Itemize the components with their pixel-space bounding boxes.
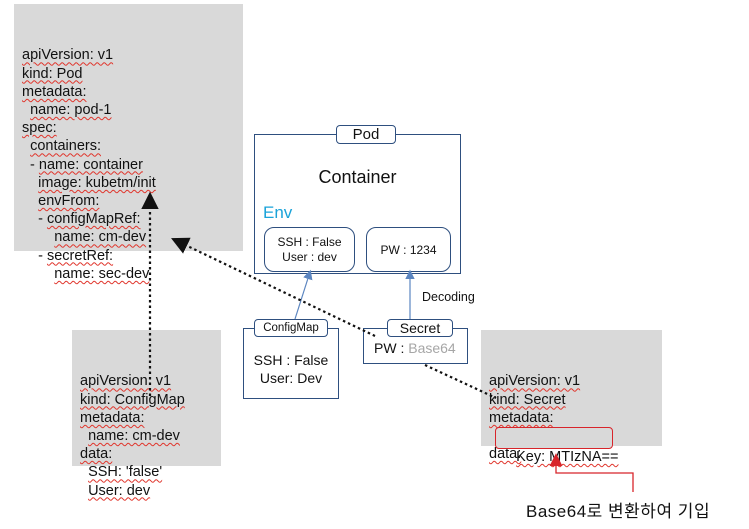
configmap-yaml-line: data: (80, 446, 113, 463)
env-label: Env (263, 203, 293, 222)
pod-yaml-line: - name: container (22, 156, 143, 173)
configmap-box: SSH : False User: Dev (243, 328, 339, 399)
pod-yaml-line: envFrom: (38, 193, 100, 210)
secret-pw-value: Base64 (408, 340, 456, 356)
pod-yaml-line: name: cm-dev (54, 229, 147, 246)
secret-key-highlight: Key: MTIzNA== (495, 427, 618, 465)
configmap-yaml-line: name: cm-dev (88, 428, 180, 445)
configmap-yaml-line: SSH: 'false' (88, 464, 163, 481)
env-ssh-value: SSH : False (277, 234, 342, 249)
env-user-value: User : dev (282, 249, 337, 264)
configmap-yaml-line: apiVersion: v1 (80, 373, 172, 390)
pod-title-tab: Pod (336, 125, 396, 144)
configmap-title-tab: ConfigMap (254, 319, 328, 337)
secret-title-tab: Secret (387, 319, 453, 337)
container-label: Container (318, 166, 397, 187)
secret-yaml-line: apiVersion: v1 (489, 373, 581, 390)
pod-box: Container Env SSH : False User : dev PW … (254, 134, 461, 274)
configmap-to-env-connector (294, 269, 313, 320)
configmap-yaml-line: metadata: (80, 409, 145, 426)
pod-yaml-line: metadata: (22, 83, 87, 100)
pod-yaml-line: image: kubetm/init (38, 174, 156, 191)
pod-yaml-line: kind: Pod (22, 65, 83, 82)
pod-yaml-line: - secretRef: (22, 247, 114, 264)
annotation-red-arrow (549, 453, 634, 492)
secret-box-to-yaml-dotted-link (424, 364, 497, 399)
configmap-user-line: User: Dev (259, 369, 323, 386)
env-pw-value: PW : 1234 (380, 242, 437, 257)
configmap-ssh-line: SSH : False (253, 351, 329, 368)
secret-yaml-line: metadata: (489, 409, 554, 426)
secret-yaml-line: kind: Secret (489, 391, 566, 408)
secret-pw-label: PW : (374, 340, 409, 356)
decoding-label: Decoding (422, 290, 475, 304)
configmap-yaml-line: kind: ConfigMap (80, 391, 185, 408)
pod-yaml-line: - configMapRef: (22, 211, 141, 228)
pod-yaml-line: spec: (22, 120, 57, 137)
secret-ref-dotted-link (171, 237, 376, 337)
env-secret-values: PW : 1234 (366, 227, 451, 272)
base64-annotation: Base64로 변환하여 기입 (526, 502, 711, 521)
pod-yaml-line: name: sec-dev (54, 265, 150, 282)
secret-key-line: Key: MTIzNA== (516, 449, 619, 466)
env-configmap-values: SSH : False User : dev (264, 227, 355, 272)
pod-yaml-line: apiVersion: v1 (22, 47, 114, 64)
pod-yaml-line: name: pod-1 (30, 102, 112, 119)
pod-yaml-line: containers: (30, 138, 101, 155)
configmap-yaml-line: User: dev (88, 482, 151, 499)
secret-yaml-line: data: (489, 445, 662, 463)
